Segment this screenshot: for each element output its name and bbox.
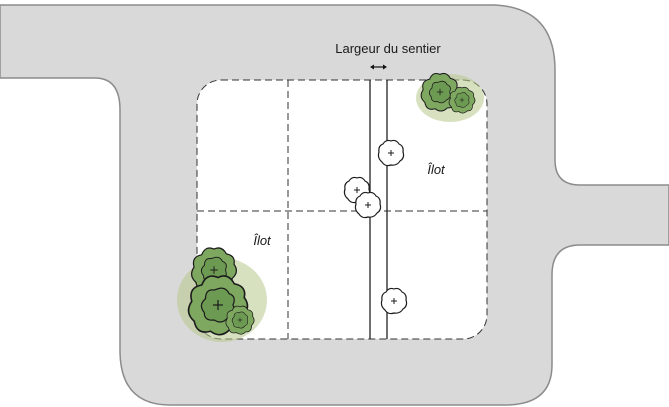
parcel-dashed-lines [197,80,487,339]
city-block [196,79,488,340]
islet-label-right: Îlot [427,162,446,177]
small-tree-outline-icon [354,191,382,219]
small-tree-outline-icon [377,139,405,167]
small-tree-outline-icon [380,287,408,315]
path-width-label: Largeur du sentier [335,41,441,56]
green-tree-canopy-icon [177,247,267,342]
double-headed-arrow-icon [370,64,387,70]
islet-label-left: Îlot [253,233,272,248]
green-tree-canopy-icon [416,72,484,122]
